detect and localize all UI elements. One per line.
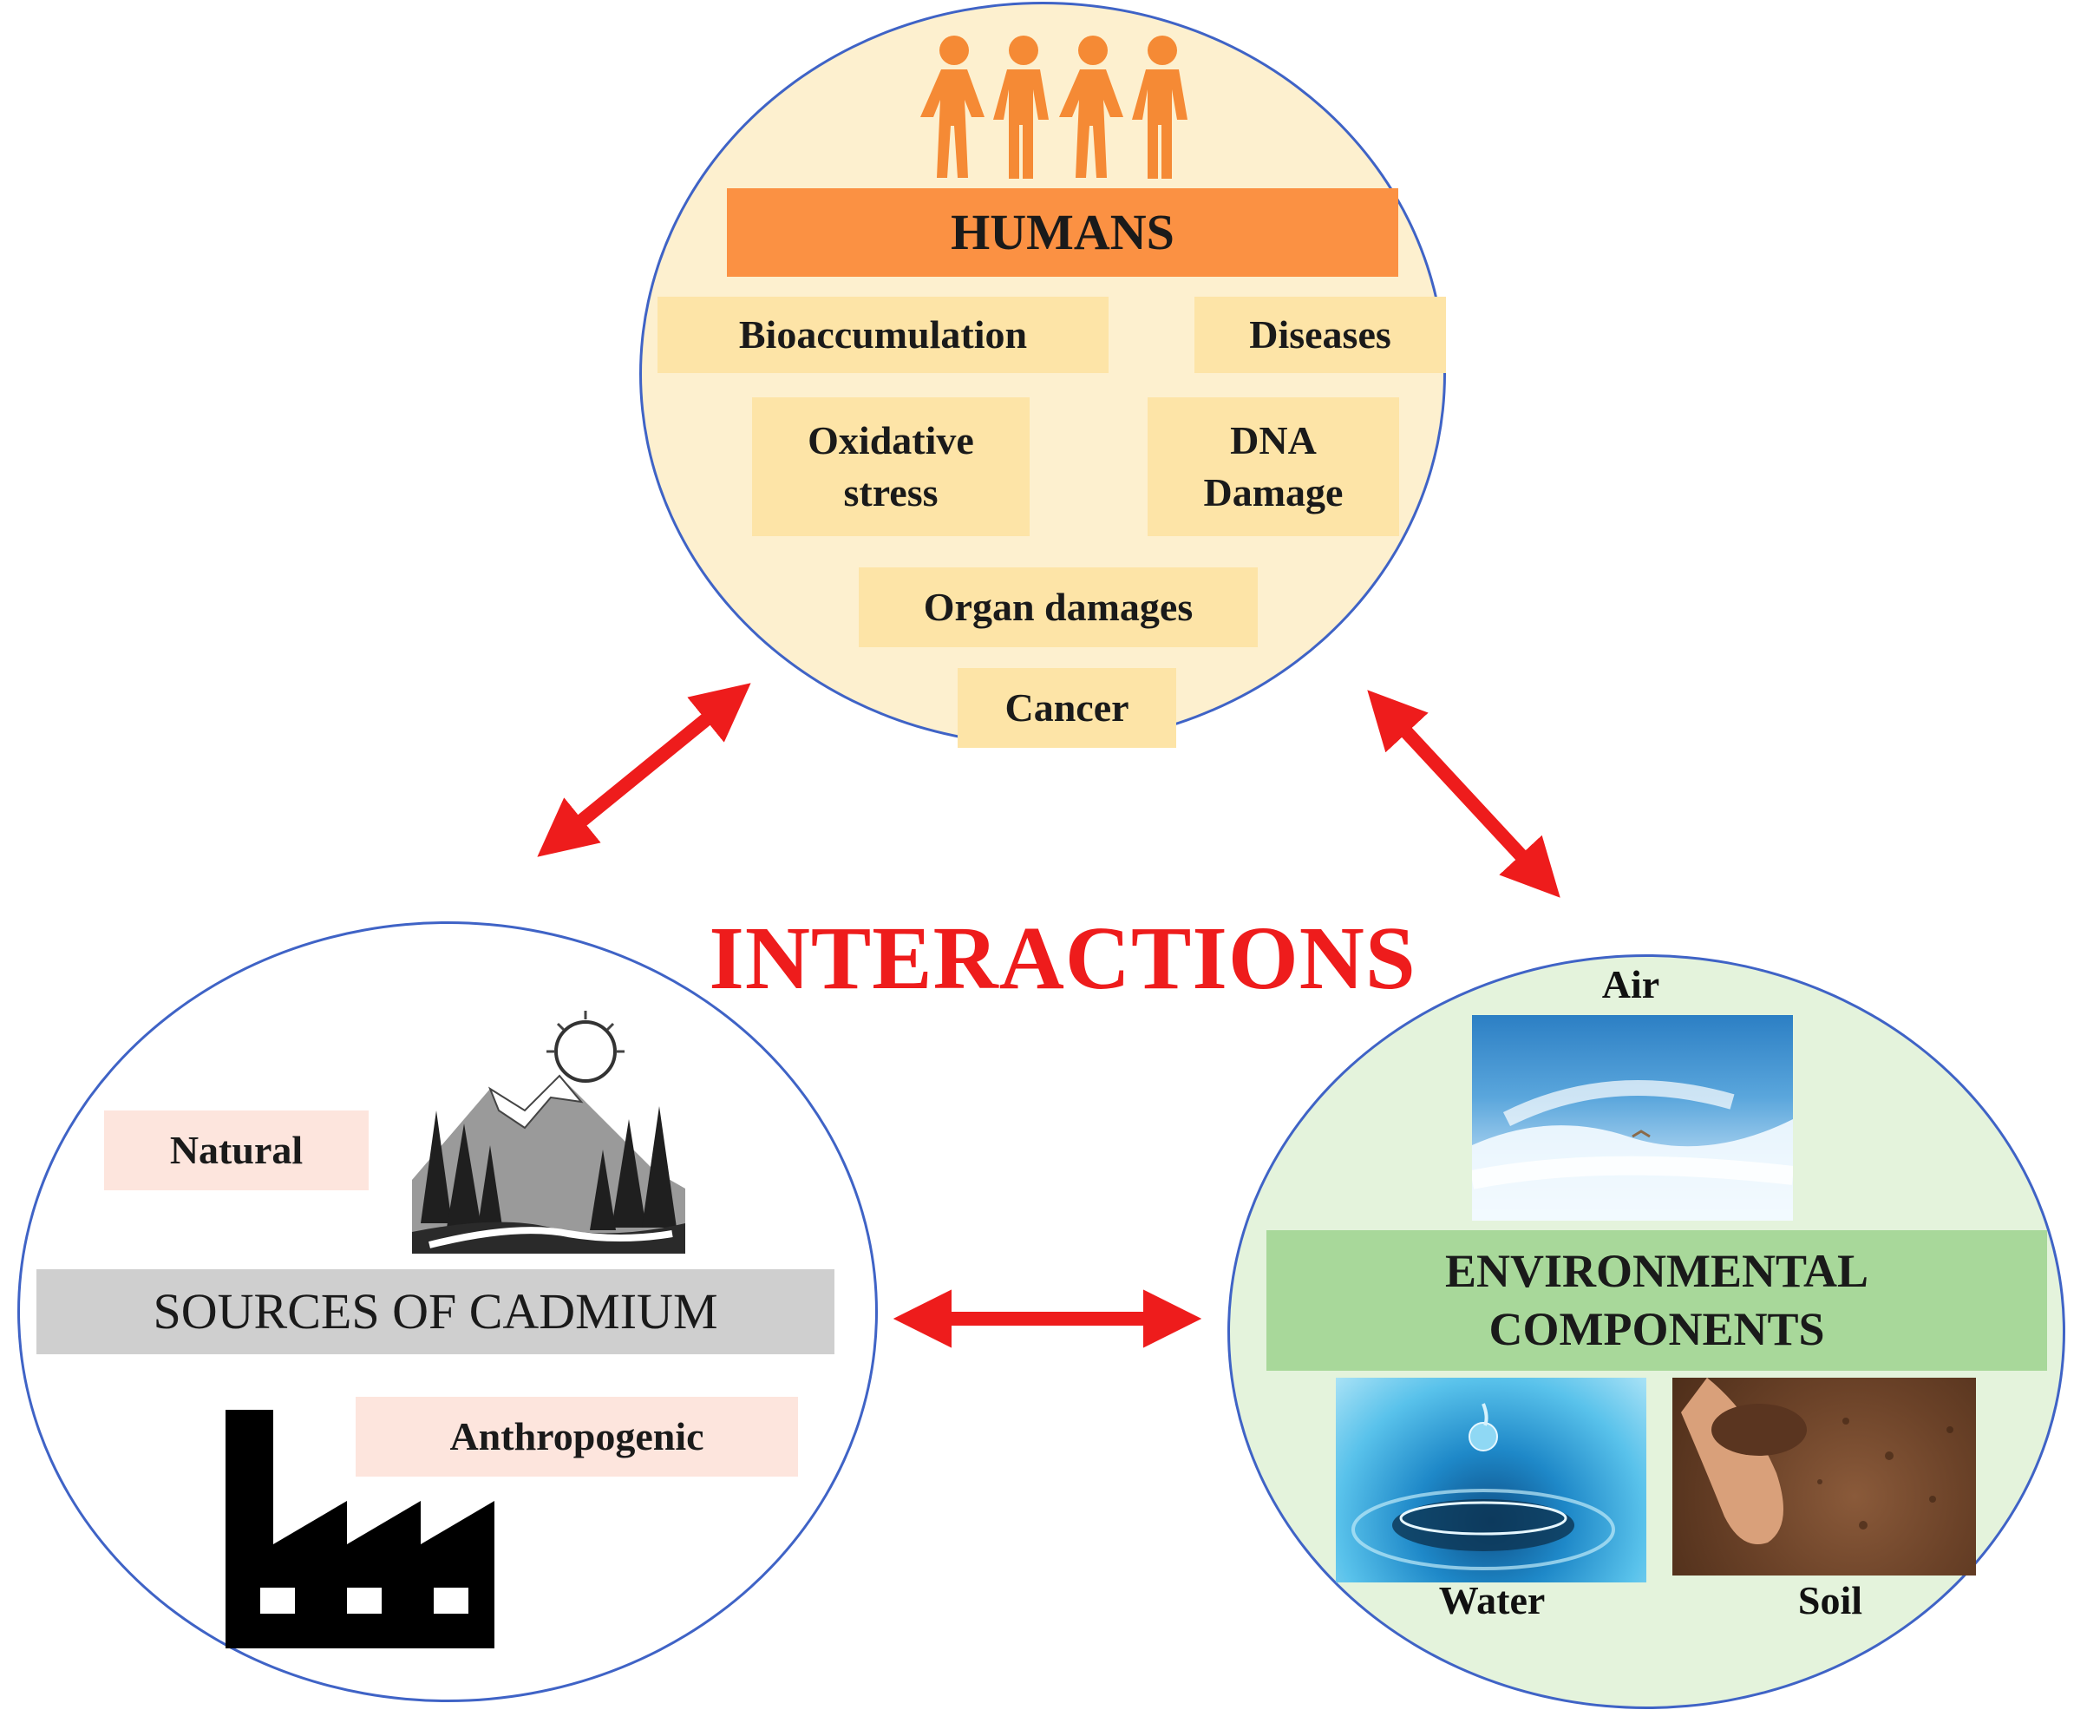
arrow-humans-environment — [1367, 690, 1560, 898]
water-drop-photo — [1336, 1378, 1646, 1582]
sources-title: SOURCES OF CADMIUM — [153, 1282, 718, 1340]
effect-oxidative-stress-label: Oxidative stress — [808, 418, 974, 514]
soil-label: Soil — [1797, 1578, 1863, 1622]
arrow-humans-sources — [537, 683, 751, 857]
humans-title-bar: HUMANS — [727, 188, 1398, 277]
sources-title-bar: SOURCES OF CADMIUM — [36, 1269, 834, 1354]
source-natural-label: Natural — [169, 1128, 304, 1173]
effect-organ-damages: Organ damages — [859, 567, 1258, 647]
air-label: Air — [1601, 962, 1660, 1006]
effect-bioaccumulation: Bioaccumulation — [657, 297, 1109, 373]
effect-dna-damage-label: DNA Damage — [1203, 418, 1344, 514]
effect-cancer: Cancer — [958, 668, 1176, 748]
factory-icon — [226, 1410, 494, 1648]
environment-title-bar: ENVIRONMENTAL COMPONENTS — [1266, 1230, 2047, 1371]
effect-diseases: Diseases — [1194, 297, 1446, 373]
sky-photo — [1472, 1015, 1793, 1221]
people-icon — [920, 36, 1187, 179]
humans-title: HUMANS — [951, 203, 1174, 260]
effect-bioaccumulation-label: Bioaccumulation — [738, 312, 1028, 357]
interactions-title: INTERACTIONS — [709, 908, 1416, 1008]
effect-diseases-label: Diseases — [1249, 312, 1391, 357]
environment-title: ENVIRONMENTAL COMPONENTS — [1444, 1244, 1869, 1356]
mountain-landscape-icon — [403, 1011, 685, 1254]
source-anthropogenic: Anthropogenic — [356, 1397, 798, 1477]
source-natural: Natural — [104, 1110, 369, 1190]
effect-cancer-label: Cancer — [1004, 685, 1129, 730]
water-label: Water — [1438, 1578, 1546, 1622]
effect-dna-damage: DNA Damage — [1148, 397, 1399, 536]
effect-organ-damages-label: Organ damages — [923, 585, 1194, 630]
effect-oxidative-stress: Oxidative stress — [752, 397, 1030, 536]
soil-hand-photo — [1672, 1378, 1976, 1576]
source-anthropogenic-label: Anthropogenic — [449, 1414, 704, 1459]
